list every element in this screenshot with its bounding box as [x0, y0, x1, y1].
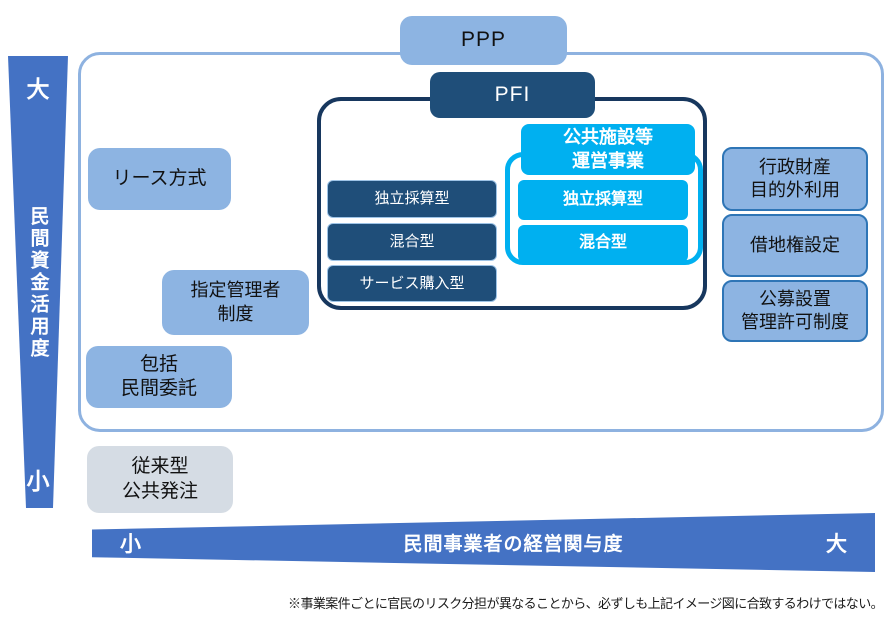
operation-type-independent: 独立採算型 [518, 180, 688, 220]
method-public-offering-permit: 公募設置 管理許可制度 [722, 280, 868, 342]
horizontal-axis-min-label: 小 [120, 532, 141, 556]
operation-title-box: 公共施設等 運営事業 [521, 124, 695, 175]
method-conventional-procurement: 従来型 公共発注 [87, 446, 233, 513]
pfi-type-independent: 独立採算型 [327, 180, 497, 218]
operation-type-mixed: 混合型 [518, 225, 688, 262]
vertical-axis-min-label: 小 [26, 468, 50, 494]
method-admin-property-use: 行政財産 目的外利用 [722, 147, 868, 211]
method-leasehold: 借地権設定 [722, 214, 868, 277]
footnote: ※事業案件ごとに官民のリスク分担が異なることから、必ずしも上記イメージ図に合致す… [288, 596, 884, 611]
vertical-axis-title: 民間資金活用度 [27, 206, 49, 360]
method-designated-manager: 指定管理者 制度 [162, 270, 309, 335]
pfi-title-box: PFI [430, 72, 595, 118]
pfi-type-service-purchase: サービス購入型 [327, 265, 497, 302]
vertical-axis-max-label: 大 [26, 76, 50, 102]
horizontal-axis-wedge: 小 民間事業者の経営関与度 大 [92, 513, 875, 572]
method-comprehensive-private: 包括 民間委託 [86, 346, 232, 408]
method-lease: リース方式 [88, 148, 231, 210]
ppp-title-box: PPP [400, 16, 567, 65]
pfi-type-mixed: 混合型 [327, 223, 497, 261]
vertical-axis-wedge: 大 民間資金活用度 小 [8, 56, 68, 508]
horizontal-axis-max-label: 大 [825, 532, 847, 556]
horizontal-axis-title: 民間事業者の経営関与度 [403, 534, 624, 555]
